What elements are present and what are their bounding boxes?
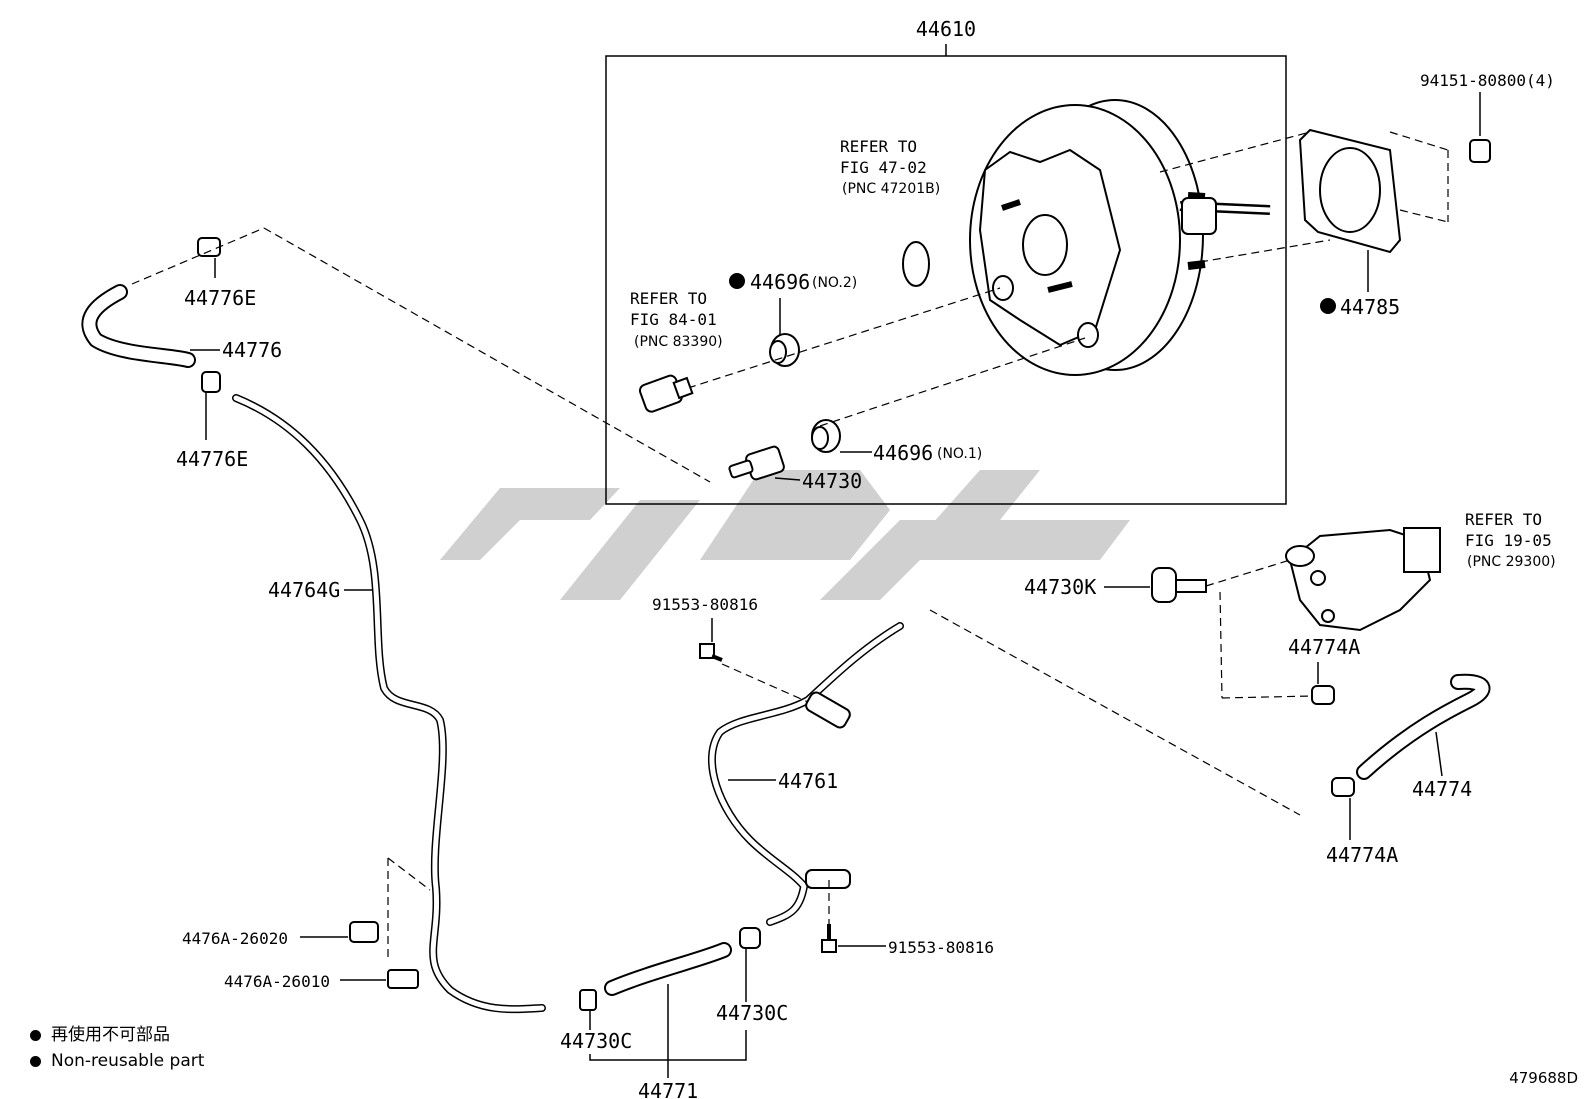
union-fitting <box>1151 567 1207 603</box>
hose-clamp-right-lower <box>1331 777 1355 797</box>
label-clamp-top: 44776E <box>184 286 256 310</box>
label-clamp-right-lower: 44774A <box>1326 843 1398 867</box>
vacuum-pump <box>1285 527 1441 632</box>
non-reusable-marker-gasket <box>1320 298 1336 314</box>
label-clamp-mid: 44776E <box>176 447 248 471</box>
label-bolt-upper: 91553-80816 <box>652 595 758 614</box>
refer-8401-pnc: (PNC 83390) <box>634 334 723 350</box>
label-bolt-lower: 91553-80816 <box>888 938 994 957</box>
refer-8401-text: REFER TO <box>630 289 707 308</box>
label-gasket: 44785 <box>1340 295 1400 319</box>
label-check-valve: 44730 <box>802 469 862 493</box>
label-grommet-no2-note: (NO.2) <box>812 275 857 291</box>
refer-1905-text: REFER TO <box>1465 510 1542 529</box>
non-reusable-marker-grommet-no2 <box>729 273 745 289</box>
label-grommet-no1-note: (NO.1) <box>937 446 982 462</box>
label-grommet-no1: 44696 <box>873 441 933 465</box>
pipe-bracket-upper <box>805 691 851 729</box>
label-booster-assy: 44610 <box>916 17 976 41</box>
label-clamp-right-upper: 44774A <box>1288 635 1360 659</box>
label-clip-b: 4476A-26010 <box>224 972 330 991</box>
label-hose-right: 44774 <box>1412 777 1472 801</box>
nut <box>1469 139 1491 163</box>
hose-clamp-mid <box>201 371 221 393</box>
pipe-bracket-lower <box>805 869 851 889</box>
hose-clamp-c-right <box>739 927 761 949</box>
hose-clamp-top <box>197 237 221 257</box>
hose-clamp-right-upper <box>1311 685 1335 705</box>
refer-8401-fig: FIG 84-01 <box>630 310 717 329</box>
bolt-upper <box>699 643 723 662</box>
label-pipe: 44761 <box>778 769 838 793</box>
brake-booster <box>969 99 1271 376</box>
legend-text-jp: 再使用不可部品 <box>51 1025 170 1045</box>
figure-id: 479688D <box>1509 1069 1578 1087</box>
label-nut: 94151-80800(4) <box>1420 71 1555 90</box>
legend-dot <box>30 1055 41 1067</box>
legend-dot <box>30 1029 41 1041</box>
label-hose-lower: 44771 <box>638 1079 698 1099</box>
vacuum-sensor <box>638 374 694 413</box>
label-grommet-no2: 44696 <box>750 270 810 294</box>
label-hose-long: 44764G <box>268 578 340 602</box>
label-hose-top: 44776 <box>222 338 282 362</box>
vacuum-hose-44764g <box>232 394 546 1014</box>
o-ring <box>902 241 930 287</box>
legend: 再使用不可部品 Non-reusable part <box>30 1022 204 1074</box>
label-clamp-c-left: 44730C <box>560 1029 632 1053</box>
refer-4702-text: REFER TO <box>840 137 917 156</box>
legend-row-en: Non-reusable part <box>30 1048 204 1074</box>
refer-1905-fig: FIG 19-05 <box>1465 531 1552 550</box>
grommet-no1 <box>811 419 841 453</box>
hose-clip-b <box>387 969 419 989</box>
bolt-lower <box>821 924 837 953</box>
hose-clip-a <box>349 921 379 943</box>
check-valve <box>728 445 785 481</box>
label-clamp-c-right: 44730C <box>716 1001 788 1025</box>
label-clip-a: 4476A-26020 <box>182 929 288 948</box>
legend-text-en: Non-reusable part <box>51 1051 205 1071</box>
legend-row-jp: 再使用不可部品 <box>30 1022 204 1048</box>
hose-clamp-c-left <box>579 989 597 1011</box>
label-union: 44730K <box>1024 575 1096 599</box>
gasket-plate <box>1298 128 1402 254</box>
refer-4702-fig: FIG 47-02 <box>840 158 927 177</box>
refer-1905-pnc: (PNC 29300) <box>1467 554 1556 570</box>
grommet-no2 <box>769 333 800 367</box>
watermark-logo <box>440 470 1130 600</box>
refer-4702-pnc: (PNC 47201B) <box>842 181 940 197</box>
